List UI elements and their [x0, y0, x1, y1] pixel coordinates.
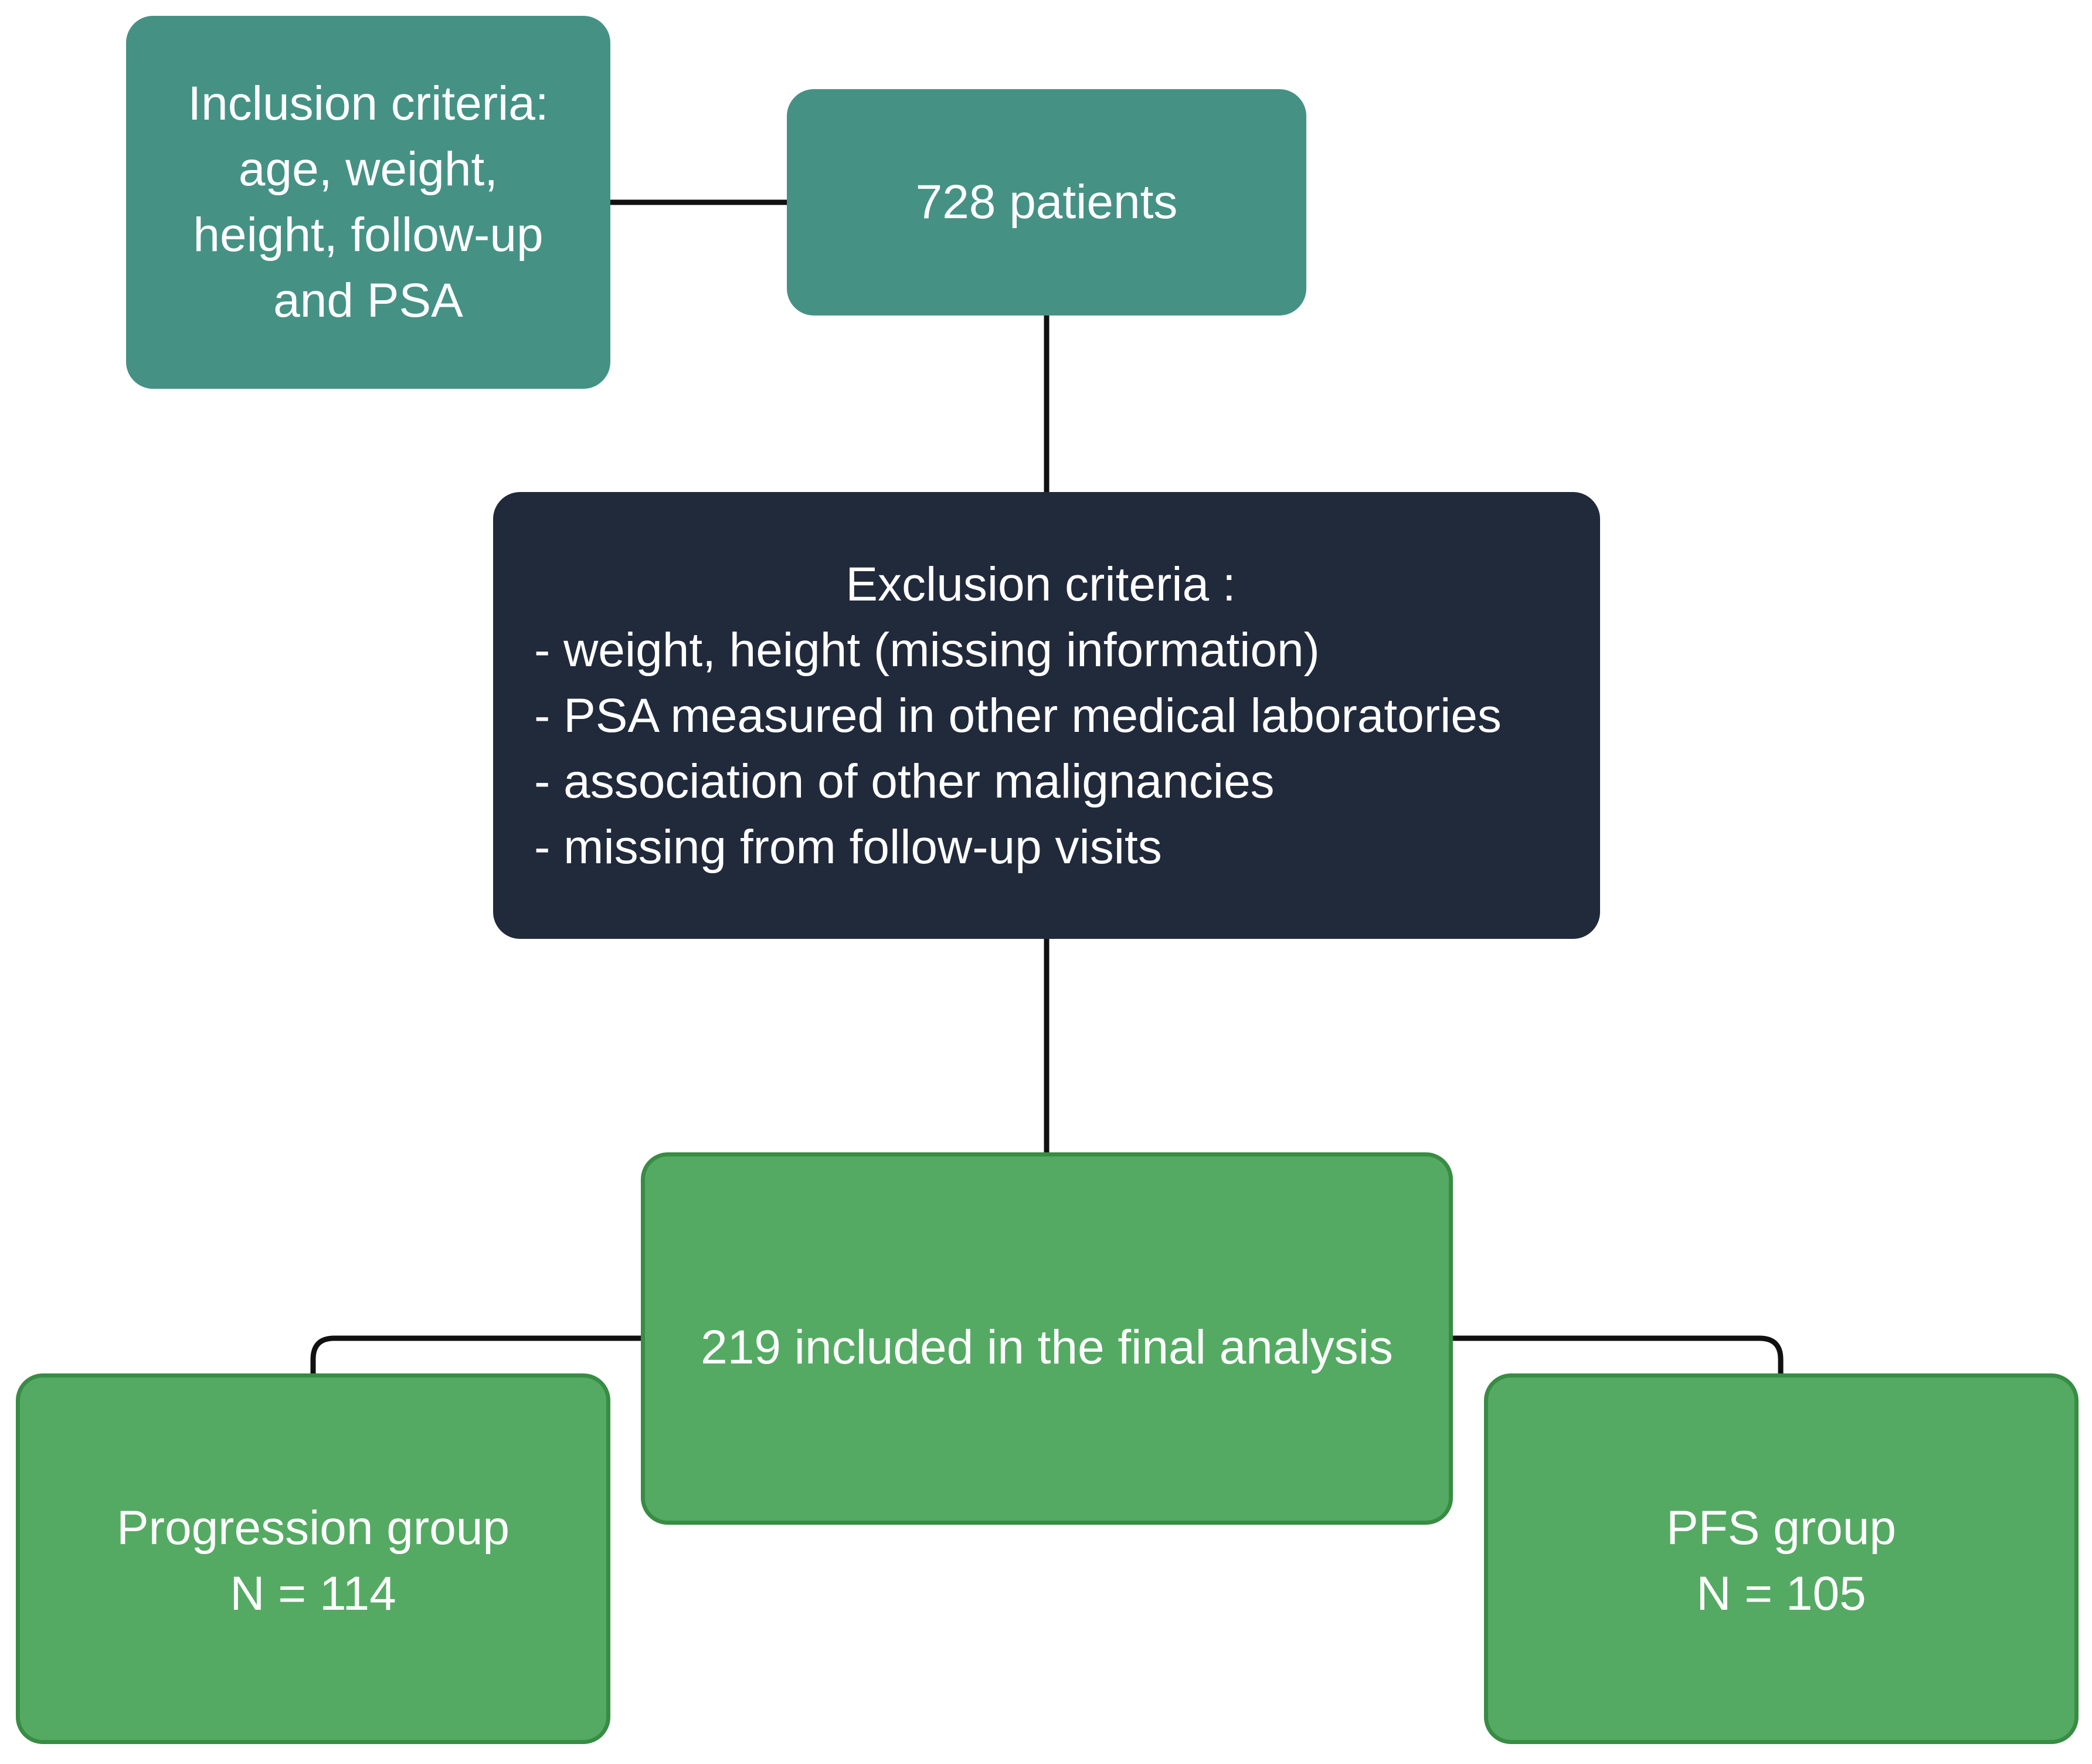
progression-group-count: N = 114 [230, 1567, 396, 1620]
patients-label: 728 patients [915, 175, 1178, 229]
patients-box: 728 patients [787, 89, 1306, 316]
progression-group-label: Progression group [116, 1501, 510, 1555]
progression-group-box: Progression group N = 114 [16, 1373, 610, 1744]
inclusion-criteria-text: Inclusion criteria: age, weight, height,… [188, 71, 548, 334]
inclusion-line: Inclusion criteria: [188, 77, 549, 130]
connector-final-to-pfs [1448, 1335, 1784, 1379]
exclusion-item: - weight, height (missing information) [534, 623, 1320, 677]
exclusion-item: - association of other malignancies [534, 755, 1275, 808]
connector-final-to-progression [310, 1335, 646, 1379]
exclusion-title: Exclusion criteria : [845, 558, 1236, 611]
final-analysis-box: 219 included in the final analysis [641, 1152, 1453, 1525]
exclusion-criteria-box: Exclusion criteria : - weight, height (m… [493, 492, 1600, 939]
pfs-group-label: PFS group [1666, 1501, 1896, 1555]
inclusion-line: height, follow-up [193, 208, 544, 262]
exclusion-item: - PSA measured in other medical laborato… [534, 689, 1502, 742]
inclusion-criteria-box: Inclusion criteria: age, weight, height,… [126, 16, 610, 389]
final-analysis-label: 219 included in the final analysis [701, 1321, 1393, 1374]
exclusion-item: - missing from follow-up visits [534, 820, 1162, 874]
pfs-group-box: PFS group N = 105 [1484, 1373, 2079, 1744]
pfs-group-count: N = 105 [1696, 1567, 1866, 1620]
inclusion-line: and PSA [273, 274, 463, 327]
inclusion-line: age, weight, [238, 143, 498, 196]
